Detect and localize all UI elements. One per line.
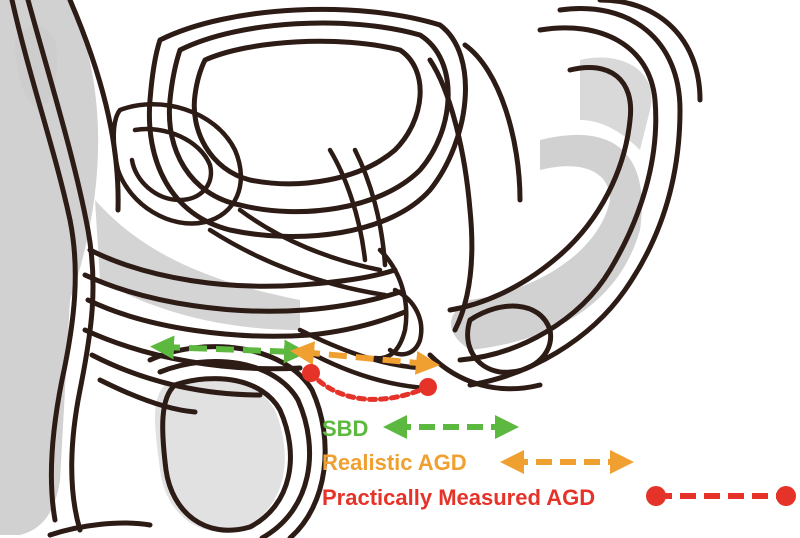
- realistic-agd-arrow: [290, 341, 440, 375]
- legend: SBD Realistic AGD Practically Measured A…: [322, 415, 796, 510]
- sbd-arrow: [150, 335, 308, 364]
- legend-label-realistic-agd: Realistic AGD: [322, 450, 467, 475]
- practical-agd-curve: [302, 364, 437, 402]
- legend-item-practical-agd: Practically Measured AGD: [322, 485, 796, 510]
- prostate-outlines: [297, 247, 428, 391]
- bladder-outlines: [146, 6, 468, 239]
- legend-label-sbd: SBD: [322, 416, 368, 441]
- left-outlines: [9, 0, 153, 538]
- legend-item-sbd: SBD: [322, 415, 519, 441]
- legend-marker-dot-start: [646, 486, 666, 506]
- rectum-outlines: [427, 0, 703, 392]
- legend-item-realistic-agd: Realistic AGD: [322, 450, 634, 475]
- legend-label-practical-agd: Practically Measured AGD: [322, 485, 595, 510]
- legend-marker-dot-end: [776, 486, 796, 506]
